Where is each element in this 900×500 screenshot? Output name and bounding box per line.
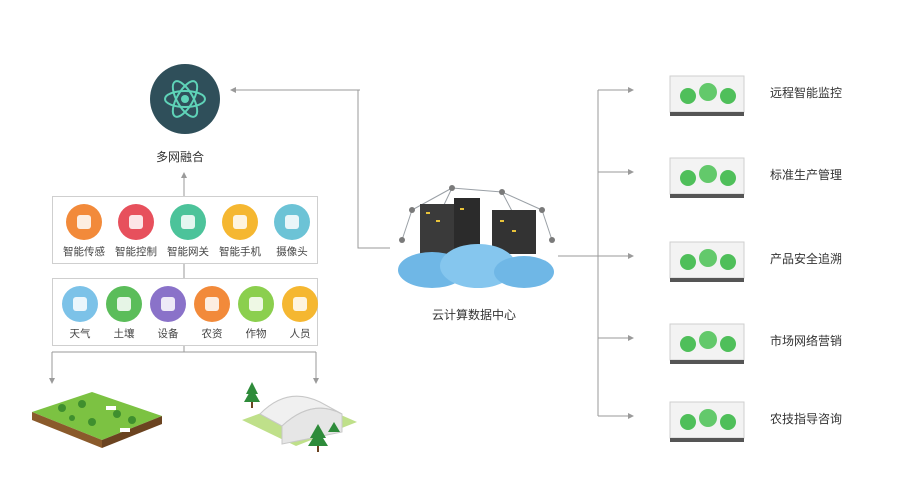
- device-label: 智能传感: [63, 246, 105, 258]
- consulting-icon: [660, 388, 760, 448]
- sensor-label: 设备: [157, 328, 179, 340]
- farmland-illustration: [22, 384, 172, 454]
- phone-icon: [222, 204, 258, 240]
- cloud-datacenter: [392, 180, 560, 292]
- atom-icon: [150, 64, 220, 134]
- monitor-icon: [660, 62, 760, 122]
- output-label: 远程智能监控: [770, 86, 843, 100]
- greenhouse-illustration: [232, 380, 362, 464]
- sensor-label: 作物: [245, 328, 267, 340]
- sensor-item: 设备: [140, 286, 196, 341]
- sensor-label: 人员: [289, 328, 311, 340]
- output-label: 产品安全追溯: [770, 252, 843, 266]
- device-item: 智能网关: [160, 204, 216, 259]
- cloud-server-icon: [398, 185, 555, 288]
- output-label: 标准生产管理: [770, 168, 843, 182]
- device-label: 摄像头: [276, 246, 308, 258]
- sensor-item: 农资: [184, 286, 240, 341]
- output-label: 农技指导咨询: [770, 412, 843, 426]
- greenhouse-icon: [242, 382, 357, 452]
- center-label: 云计算数据中心: [432, 308, 517, 322]
- camera-icon: [274, 204, 310, 240]
- sensor-item: 土壤: [96, 286, 152, 341]
- device-item: 摄像头: [264, 204, 320, 259]
- fertilizer-icon: [194, 286, 230, 322]
- marketing-icon: [660, 310, 760, 370]
- sensor-label: 土壤: [113, 328, 135, 340]
- device-label: 智能手机: [219, 246, 261, 258]
- weather-icon: [62, 286, 98, 322]
- sensor-item: 作物: [228, 286, 284, 341]
- control-panel-icon: [118, 204, 154, 240]
- device-item: 智能控制: [108, 204, 164, 259]
- sensor-label: 农资: [201, 328, 223, 340]
- device-camera-icon: [150, 286, 186, 322]
- sensor-box: [52, 278, 318, 346]
- gateway-icon: [170, 204, 206, 240]
- person-icon: [282, 286, 318, 322]
- device-item: 智能传感: [56, 204, 112, 259]
- field-icon: [32, 392, 162, 448]
- tree-icon: [238, 286, 274, 322]
- fusion-label: 多网融合: [156, 150, 205, 164]
- sensor-item: 人员: [272, 286, 328, 341]
- soil-icon: [106, 286, 142, 322]
- device-item: 智能手机: [212, 204, 268, 259]
- device-label: 智能控制: [115, 246, 157, 258]
- gauge-icon: [66, 204, 102, 240]
- apple-tree-trace-icon: [660, 228, 760, 288]
- device-label: 智能网关: [167, 246, 209, 258]
- output-label: 市场网络营销: [770, 334, 843, 348]
- sensor-label: 天气: [69, 328, 91, 340]
- fusion-node: [150, 64, 220, 134]
- sensor-item: 天气: [52, 286, 108, 341]
- greenhouse-trees-icon: [660, 144, 760, 204]
